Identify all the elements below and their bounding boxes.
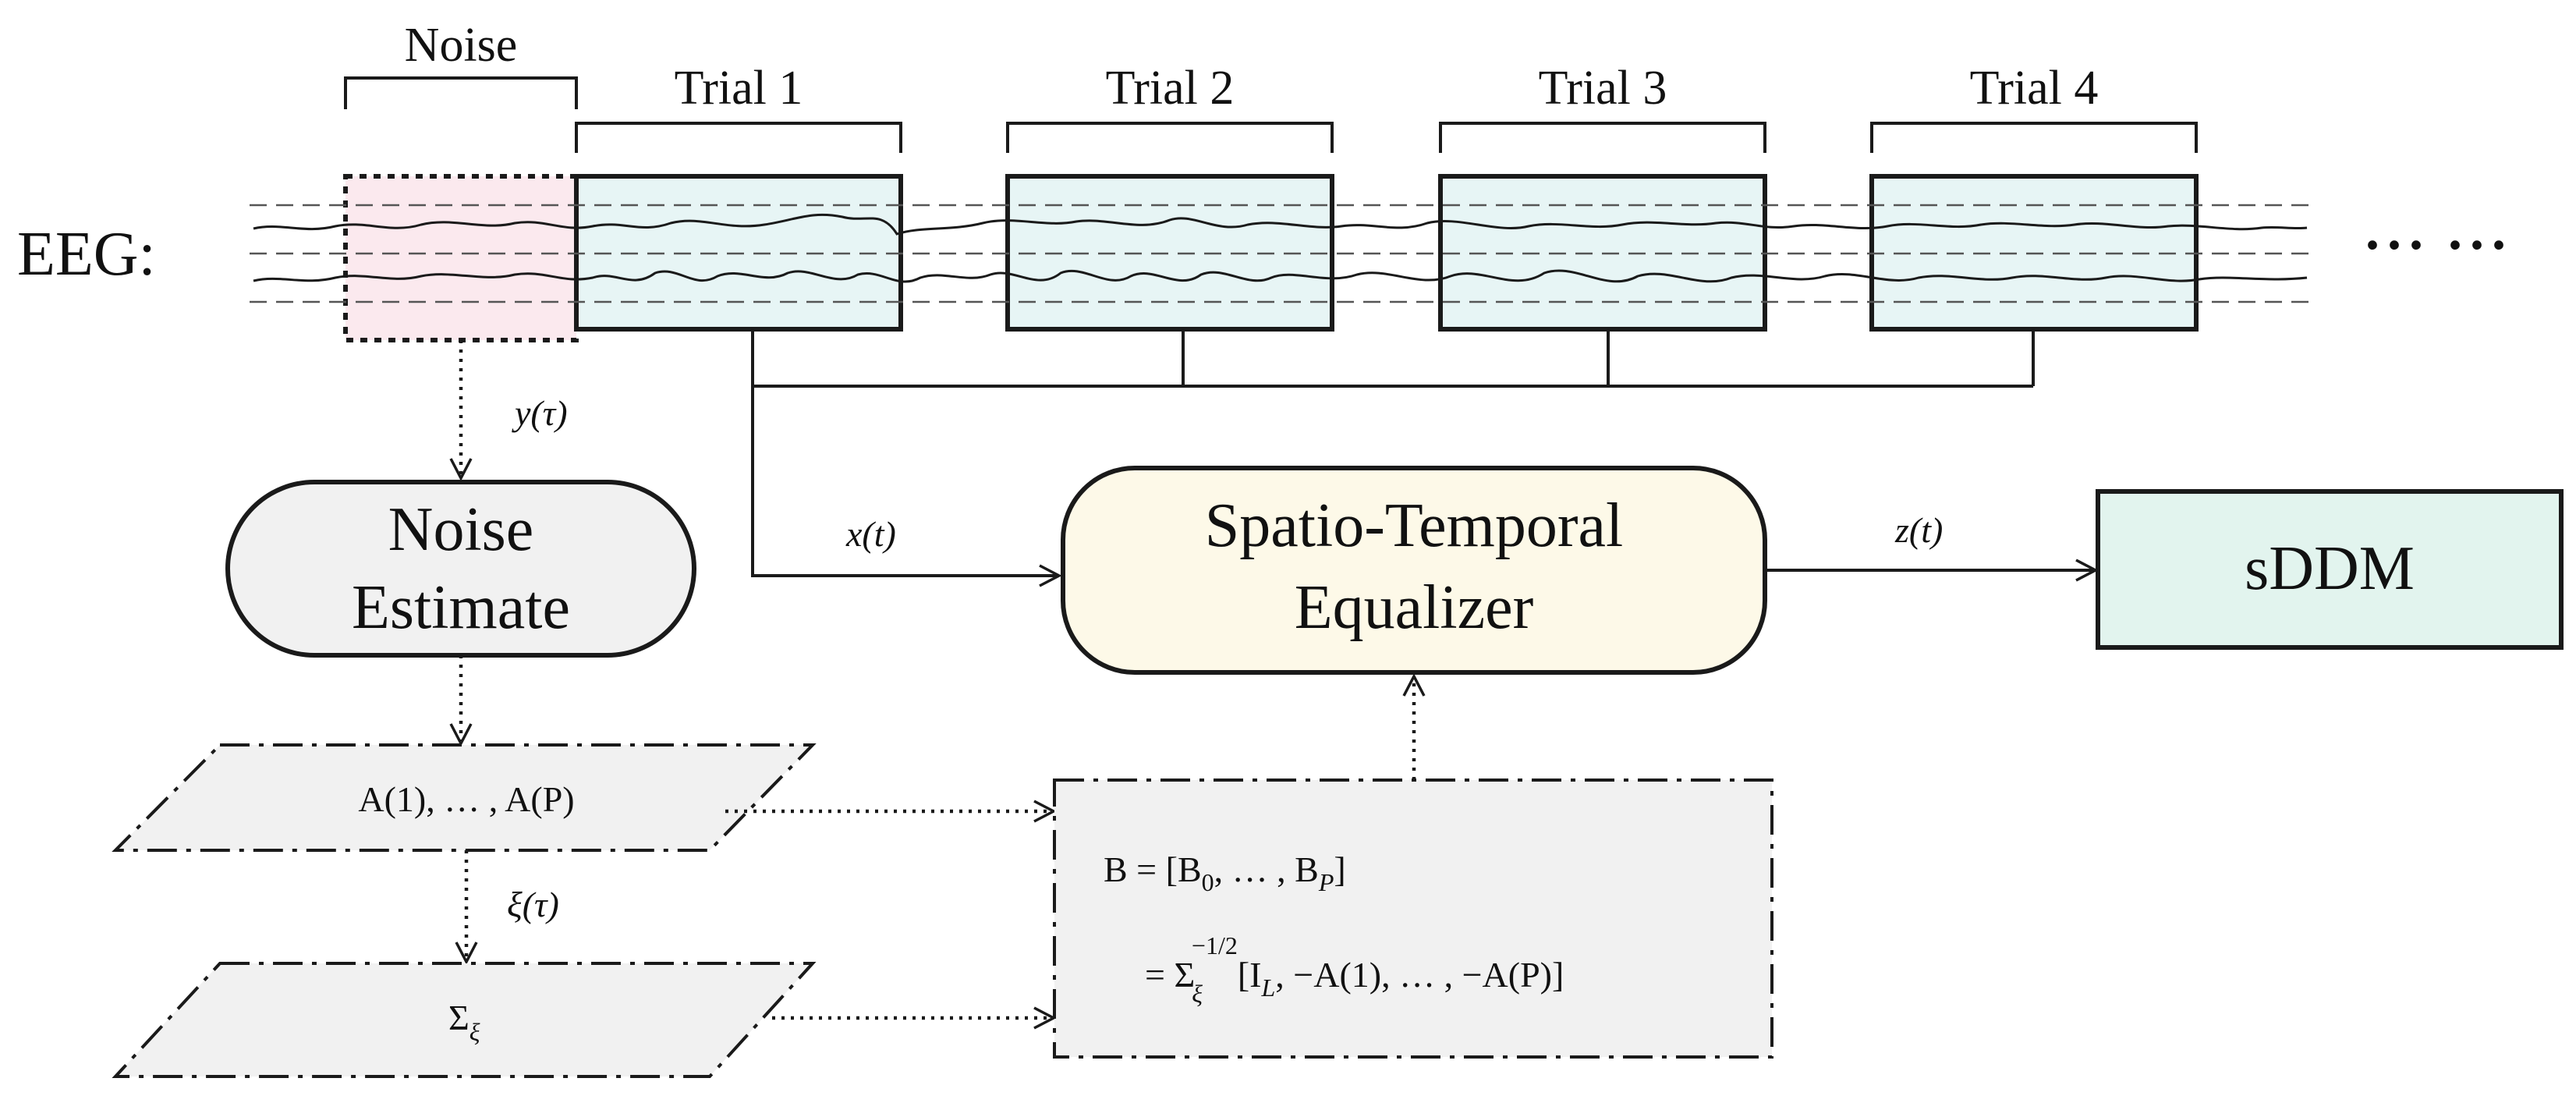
sddm-label: sDDM [2245,534,2415,603]
trial-1-bracket [575,122,902,153]
b-eq-2c: , −A(1), … , −A(P)] [1275,955,1564,995]
noise-covariance-parallelogram [112,962,817,1078]
equalizer-matrix-box [1053,778,1773,1059]
x-signal-label: x(t) [845,514,896,554]
trial-4-label: Trial 4 [1970,62,2099,115]
trial-2-label: Trial 2 [1106,62,1235,115]
b-eq-1a: B = [B [1104,849,1202,889]
x-signal-arrow [751,386,1058,576]
b-eq-2a: = Σ [1145,955,1195,995]
sigma-subscript: ξ [469,1018,480,1046]
eeg-wave-channel-1 [253,213,2308,236]
noise-bracket [344,76,578,109]
b-eq-1b: , … , B [1214,849,1319,889]
trial-3-label: Trial 3 [1539,62,1667,115]
y-signal-label: y(τ) [512,393,568,433]
b-eq-2b: [I [1238,955,1262,995]
b-eq-sub0: 0 [1202,868,1214,896]
noise-segment-box [343,174,579,342]
equalizer-line2: Equalizer [1295,573,1533,642]
trial-1-label: Trial 1 [675,62,803,115]
b-eq-2sup: −1/2 [1192,931,1238,959]
ar-coefficients-parallelogram [112,743,817,852]
sddm-box [2096,489,2564,650]
equalizer-line1: Spatio-Temporal [1205,491,1623,560]
b-eq-subL: L [1261,974,1276,1002]
noise-estimate-line1: Noise [388,495,534,564]
xi-signal-label: ξ(τ) [507,885,559,924]
noise-estimate-line2: Estimate [352,573,570,642]
eeg-wave-channel-2 [253,269,2308,283]
b-eq-subP: P [1318,868,1334,896]
trial-collection-bus [751,329,2035,388]
eeg-label: EEG: [17,220,156,289]
b-equation-line1: B = [B0, … , BP] [1104,849,1346,896]
ar-coefficients-label: A(1), … , A(P) [358,779,574,819]
sigma-symbol: Σ [448,998,469,1037]
noise-covariance-label: Σξ [448,998,480,1046]
z-signal-label: z(t) [1894,510,1943,550]
continuation-ellipsis: ··· ··· [2363,214,2511,276]
trial-3-bracket [1439,122,1766,153]
noise-label: Noise [405,19,518,72]
b-eq-2sub: ξ [1192,980,1203,1008]
b-equation-line2: = Σξ −1/2[IL, −A(1), … , −A(P)] [1145,931,1564,1008]
trial-4-bracket [1870,122,2198,153]
trial-2-bracket [1006,122,1334,153]
b-eq-1c: ] [1334,849,1345,889]
